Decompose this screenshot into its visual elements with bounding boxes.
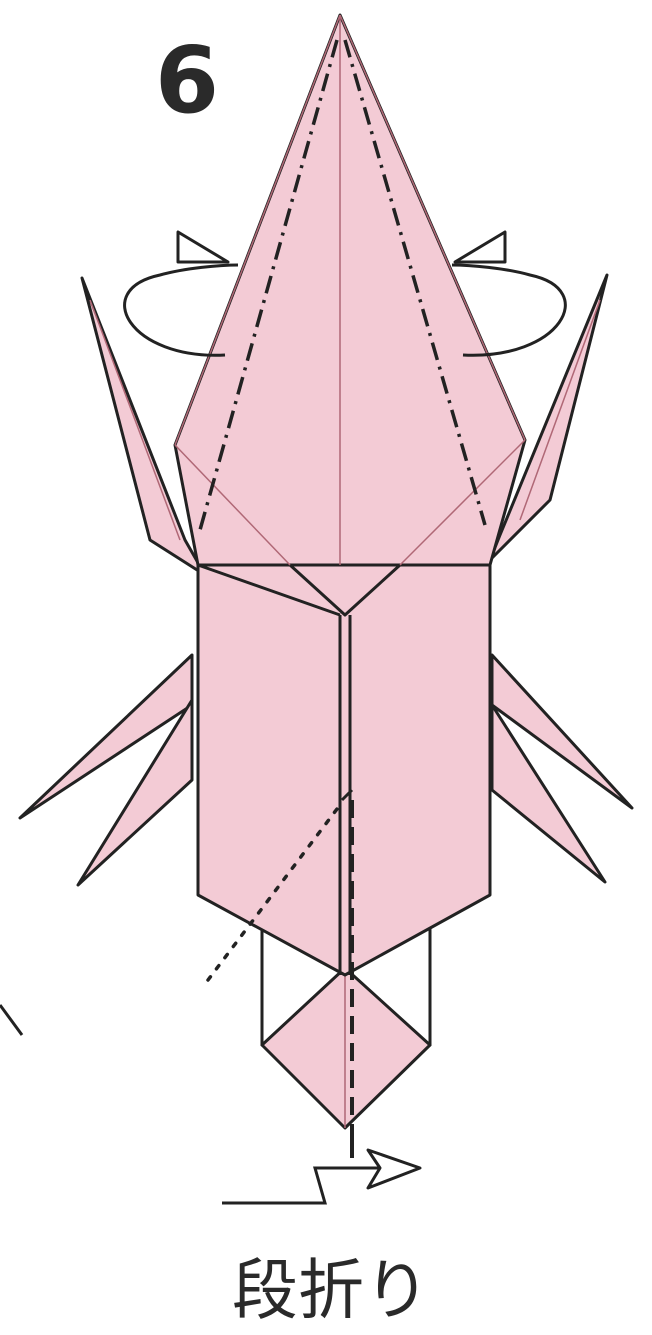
step-number: 6	[155, 27, 219, 134]
fold-instruction-label: 段折り	[232, 1252, 430, 1329]
turn-over-arrowhead-left	[178, 232, 228, 262]
turn-over-arrowhead-right	[455, 232, 505, 262]
body	[198, 565, 490, 975]
